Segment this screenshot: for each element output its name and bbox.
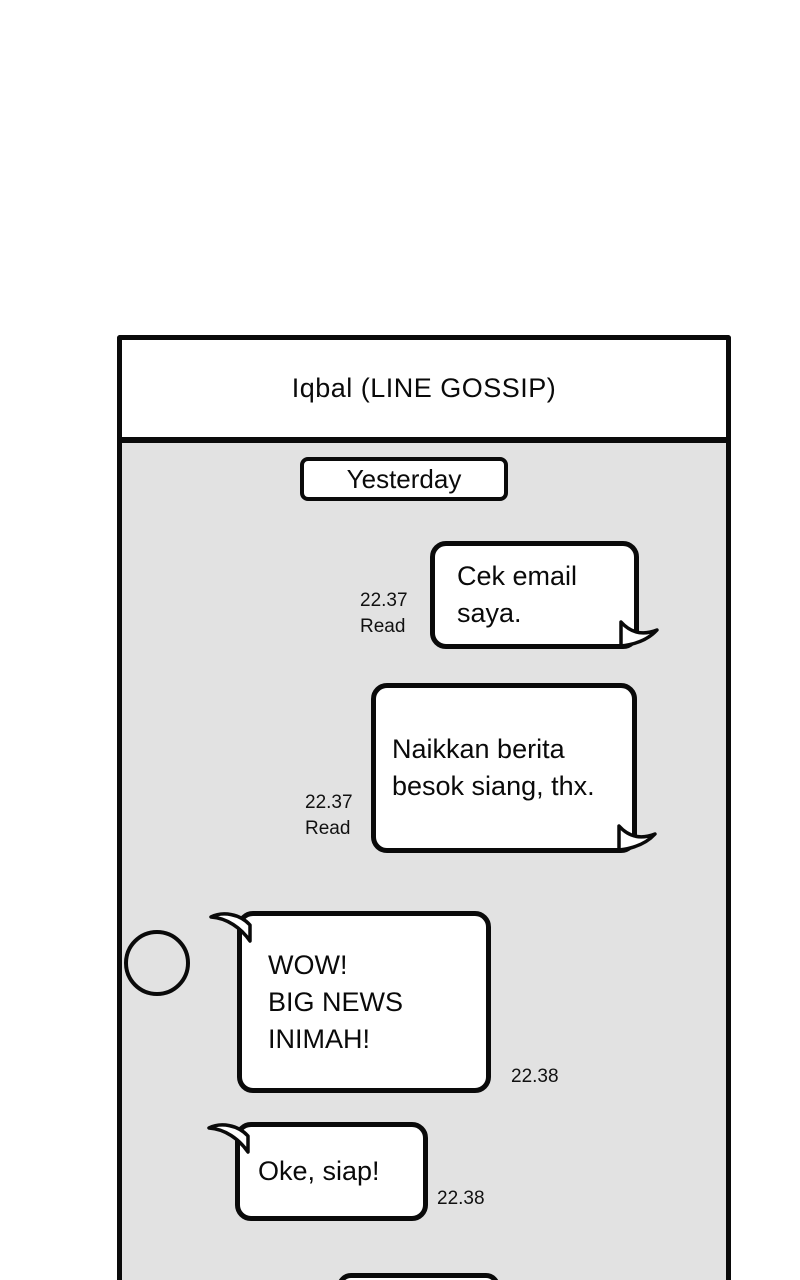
message-text: Cek email saya.: [457, 561, 578, 628]
message-bubble-sent[interactable]: Naikkan berita besok siang, thx.: [371, 683, 657, 853]
partial-message-bubble[interactable]: [337, 1273, 500, 1280]
message-time: 22.38: [511, 1066, 559, 1087]
message-bubble-received[interactable]: WOW! BIG NEWS INIMAH!: [209, 911, 491, 1093]
chat-title: Iqbal (LINE GOSSIP): [291, 373, 557, 403]
message-meta: 22.38: [511, 1064, 559, 1090]
chat-area[interactable]: Yesterday Cek email saya. 22.37 Read Nai…: [122, 443, 726, 1280]
bubble-tail-icon: [207, 1123, 250, 1154]
message-time: 22.37: [360, 590, 408, 611]
chat-header: Iqbal (LINE GOSSIP): [122, 340, 726, 443]
message-text: Naikkan berita besok siang, thx.: [392, 734, 595, 801]
message-bubble-sent[interactable]: Cek email saya.: [430, 541, 659, 649]
message-time: 22.37: [305, 792, 353, 813]
message-meta: 22.38: [437, 1186, 485, 1212]
message-bubble-received[interactable]: Oke, siap!: [207, 1122, 428, 1221]
message-text: Oke, siap!: [258, 1156, 380, 1186]
message-time: 22.38: [437, 1188, 485, 1209]
date-separator: Yesterday: [300, 457, 508, 501]
bubble-tail-icon: [617, 824, 657, 852]
avatar[interactable]: [124, 930, 190, 996]
chat-window: Iqbal (LINE GOSSIP) Yesterday Cek email …: [117, 335, 731, 1280]
bubble-tail-icon: [619, 620, 659, 648]
message-read-status: Read: [360, 616, 406, 637]
message-read-status: Read: [305, 818, 351, 839]
message-meta: 22.37 Read: [305, 790, 353, 842]
bubble-tail-icon: [209, 912, 252, 943]
message-text: WOW! BIG NEWS INIMAH!: [268, 949, 404, 1054]
message-meta: 22.37 Read: [360, 588, 408, 640]
